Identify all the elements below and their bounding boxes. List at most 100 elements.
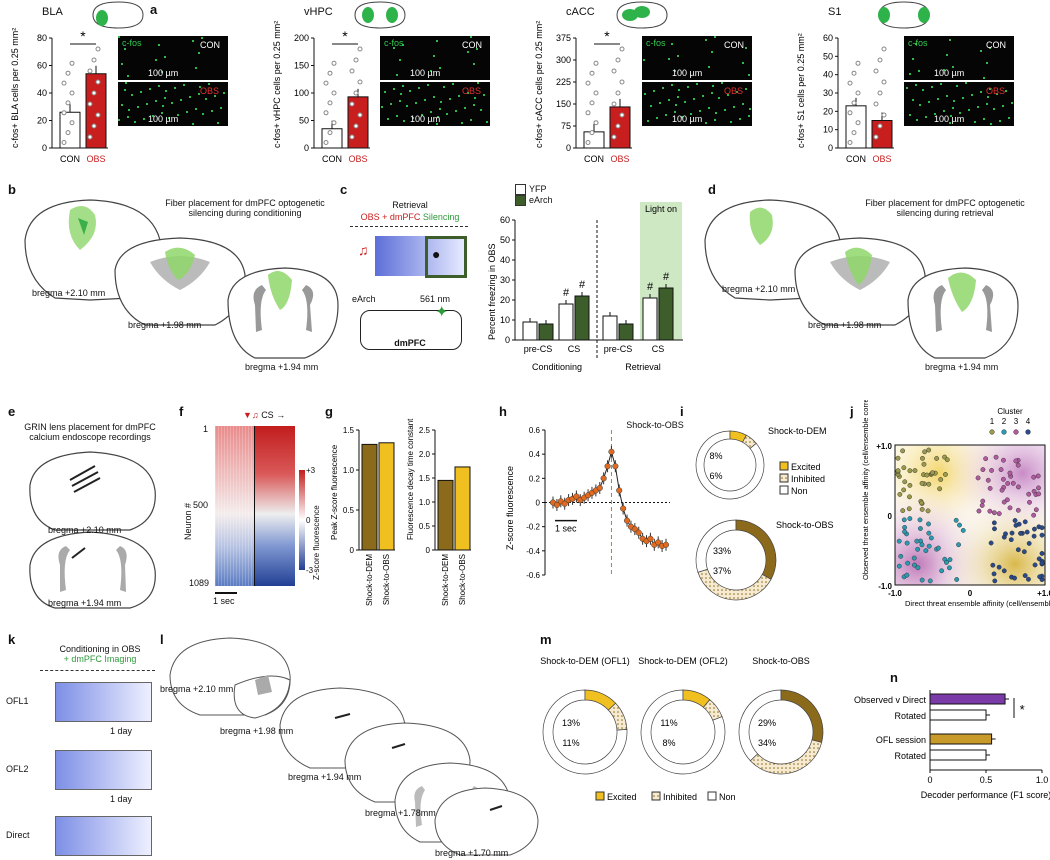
j-point — [1037, 574, 1043, 580]
a-micro-dot — [149, 88, 151, 90]
c-bar-earch — [618, 323, 634, 341]
a-brain-icon — [92, 1, 144, 29]
c-tick-label: 20 — [500, 295, 510, 305]
a-micro-dot — [127, 75, 129, 77]
k-title-line1: Conditioning in OBS — [59, 644, 141, 654]
j-point — [937, 486, 943, 492]
a-micro-dot — [699, 110, 701, 112]
j-point — [912, 468, 918, 473]
j-ytick: 0 — [888, 512, 893, 521]
panel-label-m: m — [540, 632, 552, 647]
a-dot-obs — [873, 68, 879, 74]
a-micro-dot — [381, 106, 383, 108]
m-legend-label: Excited — [607, 792, 637, 802]
a-dot-obs — [615, 123, 621, 129]
j-point — [906, 506, 912, 512]
j-point — [904, 572, 910, 578]
m-donut-0-non — [542, 689, 628, 775]
j-point — [991, 520, 997, 526]
c-legend: YFP eArch — [515, 184, 553, 207]
f-divider — [254, 426, 255, 586]
a-xlabel-obs: OBS — [348, 154, 367, 164]
m-donut-0-excited — [584, 689, 617, 711]
n-tick-label: 1.0 — [1036, 775, 1049, 785]
e-bregma-2: bregma +1.94 mm — [48, 598, 122, 608]
a-dot-con — [589, 130, 595, 136]
j-point — [1018, 530, 1023, 536]
a-micro-dot — [430, 70, 432, 72]
a-micro-dot — [443, 86, 445, 88]
a-dot-con — [593, 60, 599, 66]
i-top-title: Shock-to-DEM — [768, 426, 827, 436]
a-micro-dot — [180, 99, 182, 101]
a-micro-dot — [909, 73, 911, 75]
a-micro-dot — [681, 116, 683, 118]
g-xlabel: Shock-to-DEM — [441, 554, 450, 606]
j-point — [919, 577, 925, 583]
j-point — [926, 543, 932, 549]
c-light-on: Light on — [645, 204, 677, 214]
j-point — [1001, 568, 1007, 574]
g-xlabel: Shock-to-OBS — [458, 554, 467, 605]
c-bar-yfp — [558, 303, 574, 341]
l-bregma-1: bregma +2.10 mm — [160, 684, 234, 694]
a-title: cACC — [566, 6, 595, 18]
a-dot-obs — [873, 101, 879, 107]
a-micro-dot — [161, 71, 163, 73]
j-point — [1016, 484, 1021, 490]
a-micro-dot — [195, 108, 197, 110]
j-point — [921, 461, 927, 467]
n-tick-label: 0 — [927, 775, 932, 785]
a-micro-dot — [949, 39, 951, 41]
a-micro-dot — [121, 104, 123, 106]
b-title: Fiber placement for dmPFC optogenetic si… — [150, 198, 340, 218]
g-tick-label: 0.5 — [343, 506, 355, 515]
a-tick-label: 20 — [823, 106, 833, 116]
a-micro-dot — [480, 109, 482, 111]
f-tick-1089: 1089 — [189, 578, 210, 588]
a-micro-dot — [677, 96, 679, 98]
g-tick-label: 1.5 — [343, 426, 355, 435]
a-micro-dot — [461, 122, 463, 124]
j-point — [919, 542, 925, 548]
a-micro-dot — [909, 114, 911, 116]
i-chart: 8%6%Shock-to-DEM33%37%Shock-to-OBSExcite… — [695, 426, 834, 601]
a-micro-dot — [211, 110, 213, 112]
b-bregma-3: bregma +1.94 mm — [245, 362, 319, 372]
a-dot-con — [65, 70, 71, 76]
a-micro-dot — [934, 113, 936, 115]
j-point — [907, 494, 912, 500]
j-cluster-num: 3 — [1014, 417, 1019, 426]
c-xlabel: pre-CS — [524, 344, 553, 354]
a-dot-con — [61, 140, 67, 145]
j-point — [990, 562, 996, 568]
a-micro-dot — [748, 115, 750, 117]
a-micro-dot — [918, 70, 920, 72]
a-dot-obs — [349, 134, 355, 140]
j-point — [912, 562, 917, 568]
j-cluster-title: Cluster — [997, 407, 1023, 416]
a-micro-dot — [192, 40, 194, 42]
c-sig-earch: # — [663, 271, 670, 283]
j-point — [999, 487, 1005, 493]
j-point — [1007, 505, 1013, 511]
a-micro-dot — [656, 117, 658, 119]
j-point — [989, 468, 994, 473]
h-point — [616, 487, 623, 494]
a-dot-con — [327, 100, 333, 106]
c-dmpfc-box — [360, 310, 462, 350]
j-cluster-dot — [1013, 429, 1019, 435]
a-micro-dot — [165, 90, 167, 92]
a-micro-dot — [993, 108, 995, 110]
a-dot-obs — [877, 90, 883, 96]
j-point — [1039, 560, 1045, 566]
panel-label-g: g — [325, 404, 333, 419]
a-tick-label: 10 — [823, 125, 833, 135]
a-micro-dot — [384, 91, 386, 93]
